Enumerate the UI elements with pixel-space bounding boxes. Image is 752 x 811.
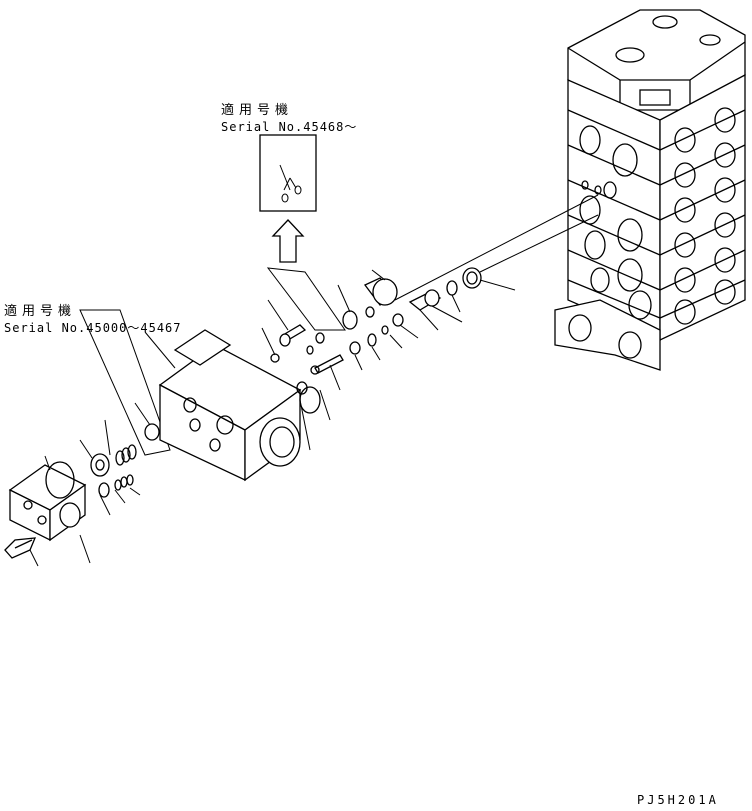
bracket-upper <box>266 267 346 331</box>
applicable-models-label-upper: 適用号機 <box>221 103 294 118</box>
callout-leaders <box>29 269 516 567</box>
leader-line <box>394 194 599 301</box>
bolt <box>4 537 37 559</box>
bracket-lower <box>79 309 171 456</box>
up-arrow <box>271 219 305 263</box>
applicable-models-label-lower: 適用号機 <box>4 304 77 319</box>
valve-housing <box>158 329 302 482</box>
serial-range-lower: Serial No.45000～45467 <box>4 321 182 335</box>
valve-internals <box>270 267 482 414</box>
control-valve-block <box>554 9 746 371</box>
springs-and-seals-lower <box>45 423 160 499</box>
serial-range-upper: Serial No.45468～ <box>221 120 358 134</box>
drawing-code: PJ5H201A <box>637 793 719 807</box>
leader-line <box>479 214 599 273</box>
serial-inset-box-upper <box>259 134 317 212</box>
